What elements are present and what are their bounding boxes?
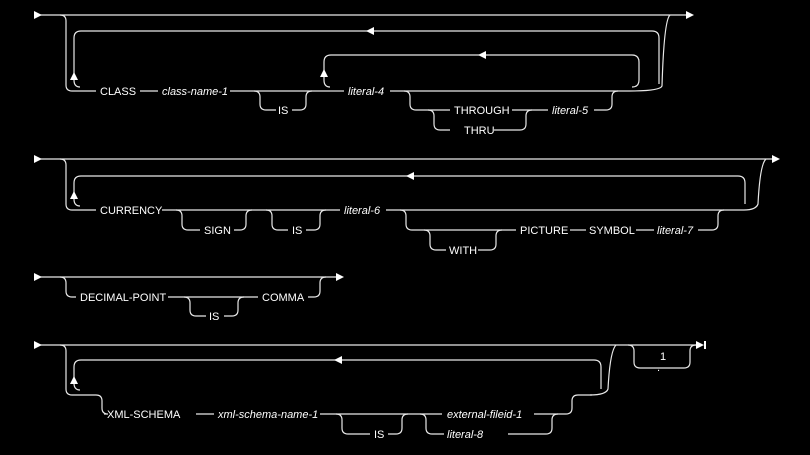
currency-is-keyword: IS xyxy=(292,225,302,237)
currency-keyword: CURRENCY xyxy=(100,205,163,217)
currency-with-keyword: WITH xyxy=(449,245,477,257)
currency-end-arrow xyxy=(772,155,780,163)
class-through-keyword: THROUGH xyxy=(454,105,510,117)
xml-repeat-loop xyxy=(73,359,602,391)
decimal-is-keyword: IS xyxy=(209,311,219,323)
xml-literal-var: literal-8 xyxy=(447,429,484,441)
class-literal-a: literal-4 xyxy=(348,86,384,98)
currency-literal-a: literal-6 xyxy=(344,205,381,217)
class-thru-keyword: THRU xyxy=(464,125,495,137)
class-keyword: CLASS xyxy=(100,86,136,98)
currency-repeat-loop xyxy=(73,175,746,207)
currency-literal-b: literal-7 xyxy=(657,225,694,237)
xml-footnote-marker: 1 xyxy=(660,351,666,363)
currency-picture-keyword: PICTURE xyxy=(520,225,568,237)
class-literal-b: literal-5 xyxy=(552,105,589,117)
xml-end-arrow xyxy=(696,341,706,349)
class-start-arrow xyxy=(34,11,42,19)
currency-sign-keyword: SIGN xyxy=(204,225,231,237)
class-inner-repeat xyxy=(323,54,640,88)
currency-start-arrow xyxy=(34,155,42,163)
decimal-end-arrow xyxy=(336,273,344,281)
xml-is-keyword: IS xyxy=(374,429,384,441)
class-end-arrow xyxy=(686,11,694,19)
decimal-point-keyword: DECIMAL-POINT xyxy=(80,292,166,304)
decimal-point-clause-diagram: DECIMAL-POINT IS COMMA xyxy=(34,273,344,323)
xml-schema-clause-diagram: XML-SCHEMA xml-schema-name-1 IS external… xyxy=(34,341,706,441)
xml-period-terminator: . xyxy=(657,362,660,374)
class-repeat-loop xyxy=(73,30,660,88)
class-clause-diagram: CLASS class-name-1 IS literal-4 THROUGH … xyxy=(34,11,694,137)
xml-schema-name-var: xml-schema-name-1 xyxy=(217,409,318,421)
xml-start-arrow xyxy=(34,341,42,349)
xml-terminator-branch xyxy=(627,344,697,369)
xml-schema-keyword: XML-SCHEMA xyxy=(107,409,181,421)
currency-clause-diagram: CURRENCY SIGN IS literal-6 WITH PICTURE … xyxy=(34,155,780,257)
class-is-keyword: IS xyxy=(278,105,288,117)
decimal-comma-keyword: COMMA xyxy=(262,292,305,304)
decimal-start-arrow xyxy=(34,273,42,281)
class-name-var: class-name-1 xyxy=(162,86,228,98)
currency-symbol-keyword: SYMBOL xyxy=(589,225,635,237)
xml-fileid-var: external-fileid-1 xyxy=(447,409,522,421)
